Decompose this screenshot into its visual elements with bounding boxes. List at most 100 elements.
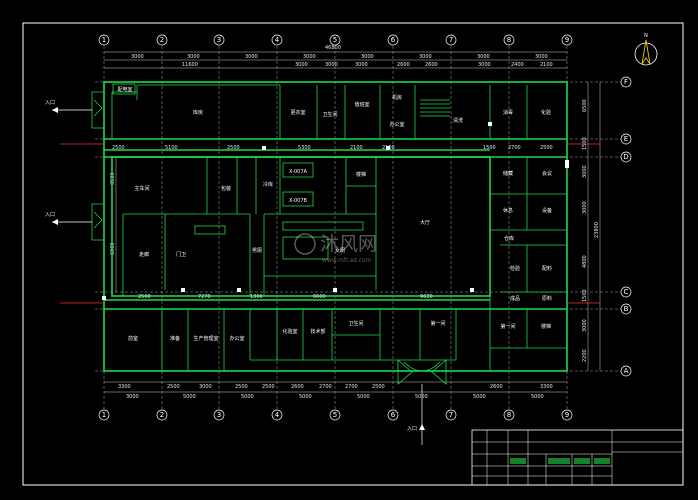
bottom-dim-5: 2500 bbox=[262, 384, 275, 390]
svg-text:2100: 2100 bbox=[350, 145, 363, 151]
room-label-22: 储藏 bbox=[503, 170, 513, 177]
axis-top-5: 5 bbox=[333, 36, 337, 44]
room-label-32: 准备 bbox=[170, 335, 180, 342]
room-label-15: X-007B bbox=[289, 198, 308, 204]
room-label-7: 办公室 bbox=[389, 121, 404, 128]
entrance-label-top: 入口 bbox=[45, 100, 55, 106]
room-label-13: 冷库 bbox=[263, 181, 273, 188]
top-dim-row2-7: 3000 bbox=[478, 62, 491, 68]
bottom-axis-markers: 1 2 3 4 5 6 7 8 9 bbox=[98, 409, 573, 421]
svg-text:2100: 2100 bbox=[382, 145, 395, 151]
bottom-dimensions: 3300 2500 3000 2500 2500 2600 2700 2700 … bbox=[104, 381, 567, 400]
svg-text:1300: 1300 bbox=[250, 294, 263, 300]
bottom-dim-row2-5: 5000 bbox=[357, 394, 370, 400]
axis-top-2: 2 bbox=[160, 36, 164, 44]
room-label-33: 生产管理室 bbox=[193, 335, 218, 342]
room-label-27: 检验 bbox=[510, 265, 520, 272]
room-label-14: X-007A bbox=[289, 169, 308, 175]
axis-right-e: E bbox=[624, 135, 628, 143]
top-total-dim: 46800 bbox=[325, 45, 341, 51]
room-label-36: 技术部 bbox=[310, 328, 325, 335]
axis-right-a: A bbox=[624, 367, 629, 375]
room-label-6: 机房 bbox=[392, 94, 402, 101]
top-dim-4: 3000 bbox=[303, 54, 316, 60]
axis-bottom-1: 1 bbox=[102, 411, 106, 419]
svg-text:6600: 6600 bbox=[313, 294, 326, 300]
bottom-dim-8: 2700 bbox=[345, 384, 358, 390]
room-label-30: 原料 bbox=[542, 295, 552, 302]
room-label-11: 主车间 bbox=[134, 185, 149, 192]
room-label-4: 卫生间 bbox=[322, 111, 337, 118]
axis-right-f: F bbox=[624, 78, 628, 86]
top-dim-row2-1: 11600 bbox=[182, 62, 198, 68]
axis-top-1: 1 bbox=[102, 36, 106, 44]
axis-bottom-8: 8 bbox=[507, 411, 511, 419]
room-label-29: 成品 bbox=[510, 295, 520, 302]
room-label-1: 配电室 bbox=[117, 86, 132, 93]
equipment-x007a bbox=[282, 162, 314, 178]
room-label-34: 办公室 bbox=[229, 335, 244, 342]
room-label-21: 女厕 bbox=[335, 247, 345, 254]
north-label: N bbox=[644, 33, 648, 39]
bottom-dim-row2-7: 5000 bbox=[473, 394, 486, 400]
room-label-39: 第一间 bbox=[500, 323, 515, 330]
bottom-dim-6: 2600 bbox=[291, 384, 304, 390]
equipment-table bbox=[194, 225, 226, 235]
room-label-37: 卫生间 bbox=[348, 320, 363, 327]
top-dim-row2-8: 2400 bbox=[511, 62, 524, 68]
entrance-label-bottom: 入口 bbox=[45, 212, 55, 218]
room-label-40: 楼梯 bbox=[541, 323, 551, 330]
watermark-url: www.mfcad.com bbox=[322, 257, 372, 264]
top-dim-3: 3000 bbox=[245, 54, 258, 60]
bottom-dim-3: 3000 bbox=[199, 384, 212, 390]
top-dimensions: 3000 3000 3000 3000 3000 3000 3000 3000 … bbox=[104, 45, 567, 69]
bottom-dim-11: 3300 bbox=[540, 384, 553, 390]
axis-top-7: 7 bbox=[449, 36, 453, 44]
axis-right-d: D bbox=[623, 153, 628, 161]
building-walls bbox=[103, 81, 568, 372]
equipment-panel bbox=[112, 83, 136, 95]
bottom-dim-row2-1: 3000 bbox=[126, 394, 139, 400]
right-dim-4: 3000 bbox=[582, 201, 588, 214]
right-total-dim: 23800 bbox=[594, 222, 600, 238]
top-dim-row2-3: 3000 bbox=[325, 62, 338, 68]
room-label-25: 设备 bbox=[542, 207, 552, 214]
svg-text:2500: 2500 bbox=[112, 145, 125, 151]
svg-text:2700: 2700 bbox=[508, 145, 521, 151]
room-label-16: 楼梯 bbox=[356, 171, 366, 178]
top-dim-row2-9: 2100 bbox=[540, 62, 553, 68]
bottom-entrance: 入口 bbox=[397, 359, 447, 445]
svg-text:2500: 2500 bbox=[540, 145, 553, 151]
room-labels: 配电室 库房 更衣室 卫生间 值班室 机房 办公室 清洗 消毒 化验 主车间 包… bbox=[117, 86, 552, 342]
axis-top-3: 3 bbox=[217, 36, 221, 44]
right-dim-1: 6500 bbox=[582, 99, 588, 112]
room-label-24: 休息 bbox=[503, 207, 513, 214]
room-label-31: 前室 bbox=[128, 335, 138, 342]
axis-bottom-5: 5 bbox=[333, 411, 337, 419]
bottom-dim-1: 3300 bbox=[118, 384, 131, 390]
room-label-10: 化验 bbox=[541, 109, 551, 116]
axis-bottom-3: 3 bbox=[217, 411, 221, 419]
svg-text:2500: 2500 bbox=[138, 294, 151, 300]
top-dim-6: 3000 bbox=[419, 54, 432, 60]
equipment-bench bbox=[282, 221, 364, 231]
top-dim-8: 3000 bbox=[535, 54, 548, 60]
room-label-19: 门卫 bbox=[176, 251, 186, 258]
right-dimensions: 6500 1500 3000 3000 4800 1500 3000 2200 … bbox=[582, 82, 601, 371]
svg-text:7270: 7270 bbox=[198, 294, 211, 300]
bottom-dim-2: 2500 bbox=[167, 384, 180, 390]
right-dim-8: 2200 bbox=[582, 349, 588, 362]
equipment-tank bbox=[282, 236, 329, 260]
room-label-23: 会议 bbox=[542, 170, 552, 177]
top-dim-1: 3000 bbox=[131, 54, 144, 60]
left-dimensions: 3500 6000 bbox=[110, 157, 117, 292]
red-guide-lines bbox=[60, 143, 600, 304]
north-arrow-icon: N bbox=[634, 33, 658, 66]
left-dim-2: 6000 bbox=[110, 242, 116, 255]
left-entrance-bottom: 入口 bbox=[45, 203, 105, 241]
room-label-3: 更衣室 bbox=[290, 109, 305, 116]
axis-bottom-7: 7 bbox=[449, 411, 453, 419]
svg-text:2500: 2500 bbox=[227, 145, 240, 151]
bottom-dim-4: 2500 bbox=[235, 384, 248, 390]
bottom-dim-row2-8: 5000 bbox=[531, 394, 544, 400]
